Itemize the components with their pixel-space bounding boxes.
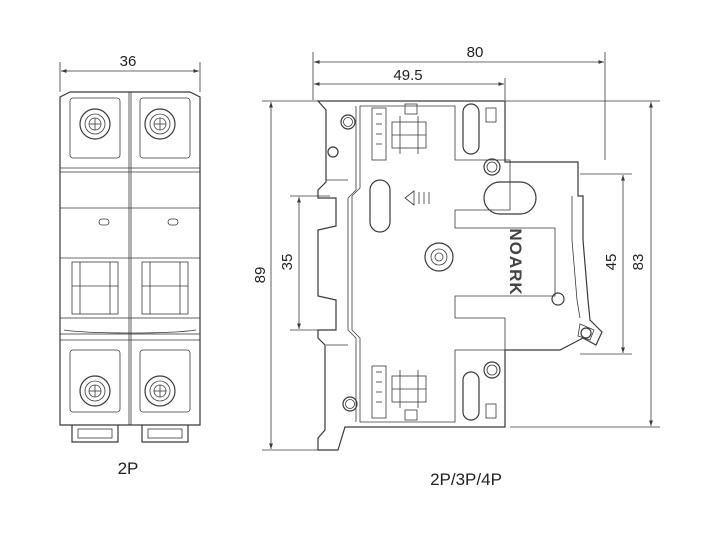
dimension-83: 83 (505, 100, 660, 428)
dimension-80: 80 (312, 44, 606, 160)
rivet (483, 361, 501, 379)
rivet (340, 114, 356, 130)
din-clip (71, 425, 119, 443)
dimension-80-label: 80 (467, 44, 484, 61)
side-view-caption: 2P/3P/4P (430, 470, 502, 489)
toggle-handle (141, 261, 189, 315)
dimension-89: 89 (252, 100, 330, 451)
terminal-screw-icon (144, 108, 176, 140)
side-body-outline (316, 100, 603, 451)
terminal-screw-icon (79, 375, 111, 407)
terminal-screw-icon (144, 375, 176, 407)
direction-arrow-icon (404, 190, 430, 206)
slot (462, 103, 480, 155)
dimension-35-label: 35 (279, 254, 296, 271)
pivot-icon (424, 242, 454, 272)
dimension-35: 35 (279, 195, 330, 331)
dimension-36: 36 (59, 53, 201, 92)
dimension-36-label: 36 (120, 53, 137, 70)
side-view: 80 49.5 89 35 83 (252, 44, 660, 489)
slot (369, 179, 391, 233)
rivet (483, 158, 501, 176)
dimension-45: 45 (580, 173, 632, 355)
rivet (580, 327, 592, 339)
toggle-handle (71, 261, 119, 315)
terminal-screw-icon (79, 108, 111, 140)
dimension-49-5: 49.5 (314, 67, 506, 100)
front-view-caption: 2P (118, 459, 139, 478)
dimension-83-label: 83 (630, 254, 647, 271)
front-view: 36 (59, 53, 201, 478)
rivet (342, 396, 358, 412)
din-clip (141, 425, 189, 443)
front-body-outline (59, 91, 201, 426)
dimension-49-5-label: 49.5 (393, 67, 422, 84)
terminal-mechanism-top (371, 103, 427, 161)
rivet (551, 292, 565, 306)
terminal-mechanism-bottom (371, 365, 427, 421)
rivet (327, 146, 339, 158)
slot (462, 371, 480, 421)
dimension-89-label: 89 (252, 267, 269, 284)
slot (483, 181, 537, 215)
handle-tie-bar (59, 317, 201, 341)
brand-label: NOARK (506, 228, 525, 295)
dimension-45-label: 45 (603, 254, 620, 271)
mechanism-plate (351, 105, 556, 423)
